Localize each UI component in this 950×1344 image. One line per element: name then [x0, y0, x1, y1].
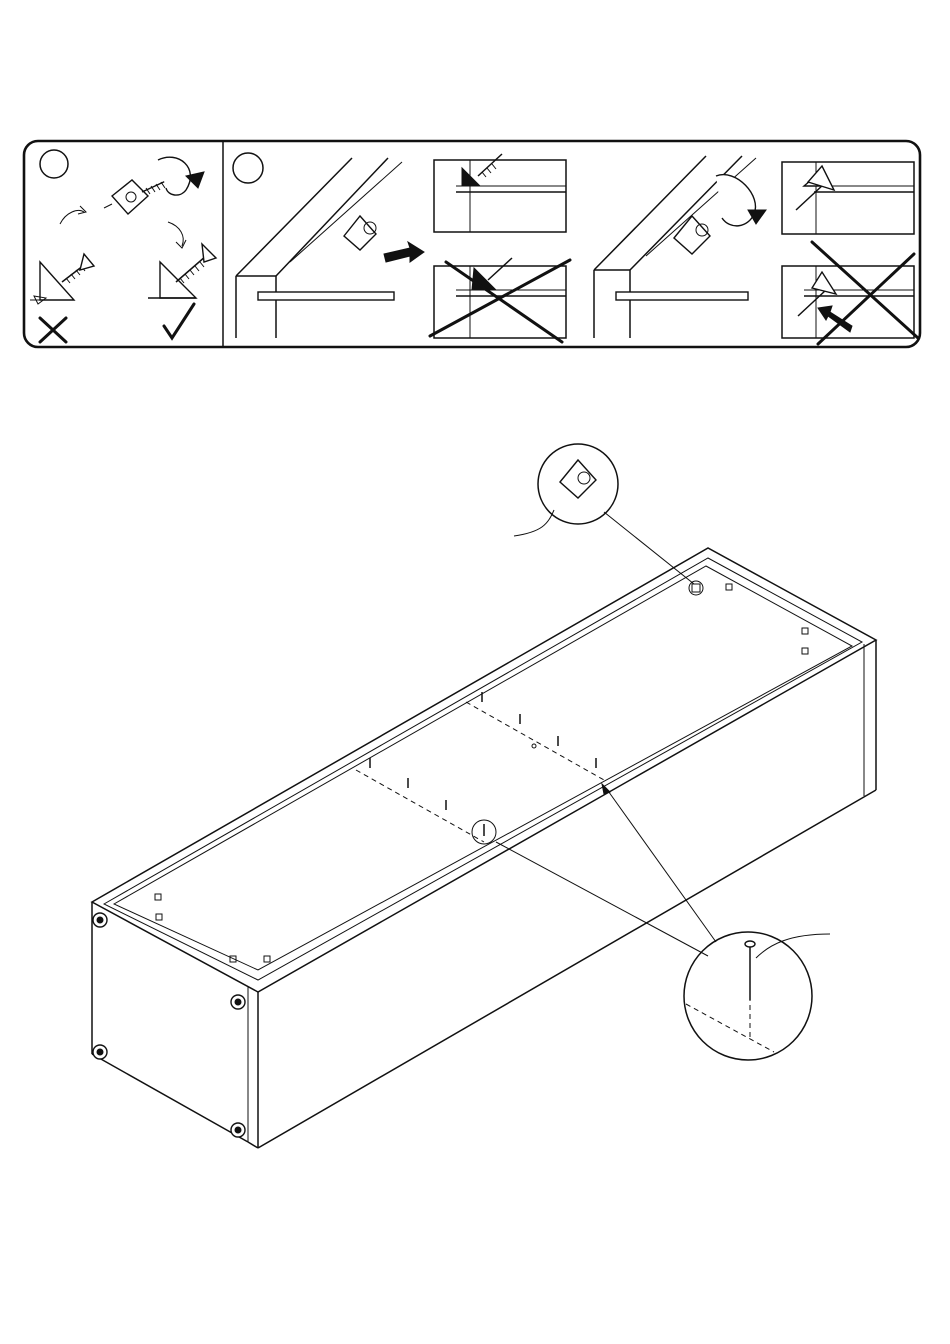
- cabinet-drawing: [92, 548, 876, 1148]
- partition-line: [466, 702, 604, 780]
- bracket-mark: [155, 894, 161, 900]
- bracket-mark: [802, 628, 808, 634]
- rotate-arrow-icon: [158, 157, 204, 195]
- check-icon: [164, 304, 194, 338]
- panel-border: [24, 141, 920, 347]
- corner-bracket-icon: [104, 180, 148, 214]
- wrong-screw-example: [30, 254, 94, 304]
- correct-screw-example: [148, 244, 216, 298]
- detail-callout-nail: [496, 784, 830, 1060]
- cross-icon: [40, 318, 66, 342]
- detail-box-correct: [434, 154, 566, 232]
- detail-box-wrong: [430, 258, 570, 342]
- panel-right-section: [233, 153, 918, 344]
- corner-bracket-icon: [674, 216, 710, 254]
- bracket-mark: [692, 584, 700, 592]
- bracket-mark: [264, 956, 270, 962]
- nail-icon: [370, 692, 596, 836]
- leader-line: [514, 510, 554, 536]
- leader-line: [756, 934, 830, 958]
- step-marker-1: [40, 150, 68, 178]
- cabinet-corner-1: [236, 158, 402, 338]
- bracket-mark: [726, 584, 732, 590]
- panel-left-section: [30, 150, 216, 342]
- curve-arrow-left-icon: [60, 211, 84, 225]
- bracket-mark: [802, 648, 808, 654]
- instruction-panel: [24, 141, 920, 347]
- step-marker-2: [233, 153, 263, 183]
- screw-icon: [142, 180, 168, 194]
- detail-box-correct-2: [782, 162, 914, 234]
- curve-arrow-right-icon: [168, 222, 183, 246]
- push-arrow-icon: [384, 242, 424, 262]
- rotate-arrow-icon: [716, 175, 766, 226]
- detail-callout-bracket: [514, 444, 694, 584]
- detail-box-wrong-2: [782, 242, 918, 344]
- corner-bracket-icon: [344, 216, 376, 250]
- bracket-mark: [156, 914, 162, 920]
- partition-line: [356, 770, 484, 842]
